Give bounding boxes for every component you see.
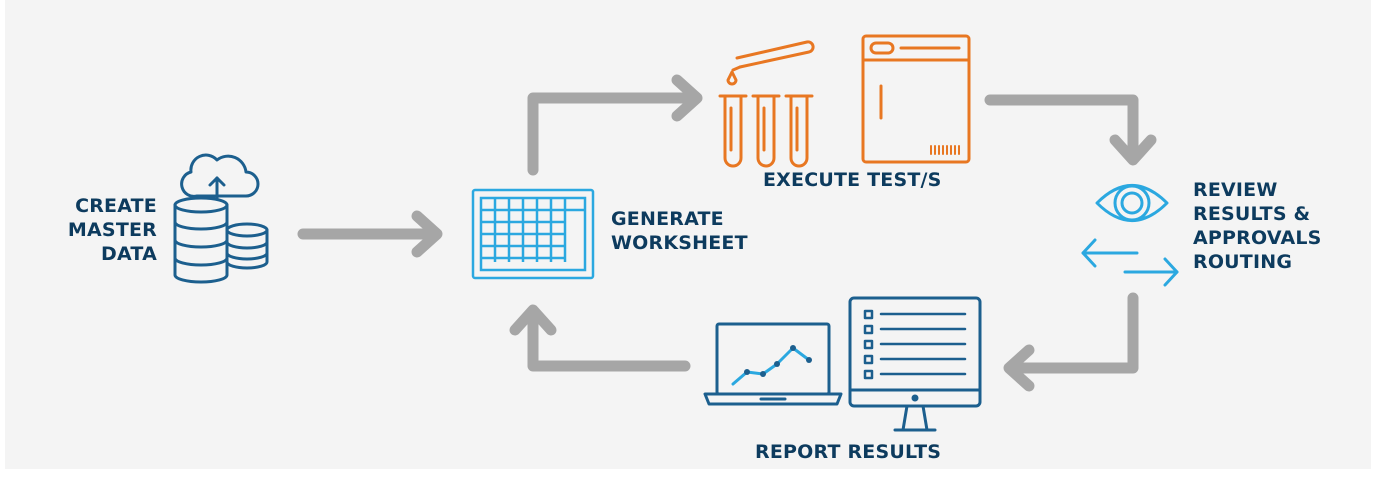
laptop-chart-icon: [703, 322, 843, 406]
monitor-list-icon: [848, 296, 982, 432]
label-review-results: REVIEW RESULTS & APPROVALS ROUTING: [1193, 178, 1322, 274]
label-line: APPROVALS: [1193, 227, 1322, 249]
label-line: CREATE: [75, 195, 157, 217]
label-execute-tests: EXECUTE TEST/S: [763, 168, 942, 192]
arrow-report-to-generate: [509, 304, 691, 372]
spreadsheet-grid-icon: [471, 188, 595, 280]
label-line: RESULTS &: [1193, 203, 1311, 225]
workflow-diagram: [173, 34, 1179, 432]
label-report-results: REPORT RESULTS: [755, 440, 941, 464]
test-tubes-icon: [718, 40, 815, 168]
arrow-review-to-report: [1003, 292, 1139, 392]
label-line: WORKSHEET: [611, 232, 748, 254]
cloud-upload-database-icon: [173, 153, 269, 284]
label-line: DATA: [101, 243, 157, 265]
label-line: EXECUTE TEST/S: [763, 169, 942, 191]
diagram-canvas: CREATE MASTER DATA GENERATE WORKSHEET EX…: [5, 0, 1371, 469]
label-create-master-data: CREATE MASTER DATA: [35, 194, 157, 266]
arrow-generate-to-execute: [527, 74, 703, 176]
label-line: REPORT RESULTS: [755, 441, 942, 463]
label-line: GENERATE: [611, 208, 724, 230]
eye-icon: [1095, 184, 1169, 222]
label-line: REVIEW: [1193, 179, 1278, 201]
arrow-create-to-generate: [297, 210, 443, 258]
arrow-execute-to-review: [984, 94, 1157, 166]
label-line: ROUTING: [1193, 251, 1293, 273]
incubator-icon: [861, 34, 971, 164]
exchange-arrows-icon: [1081, 238, 1179, 287]
label-generate-worksheet: GENERATE WORKSHEET: [611, 207, 748, 255]
label-line: MASTER: [67, 219, 157, 241]
